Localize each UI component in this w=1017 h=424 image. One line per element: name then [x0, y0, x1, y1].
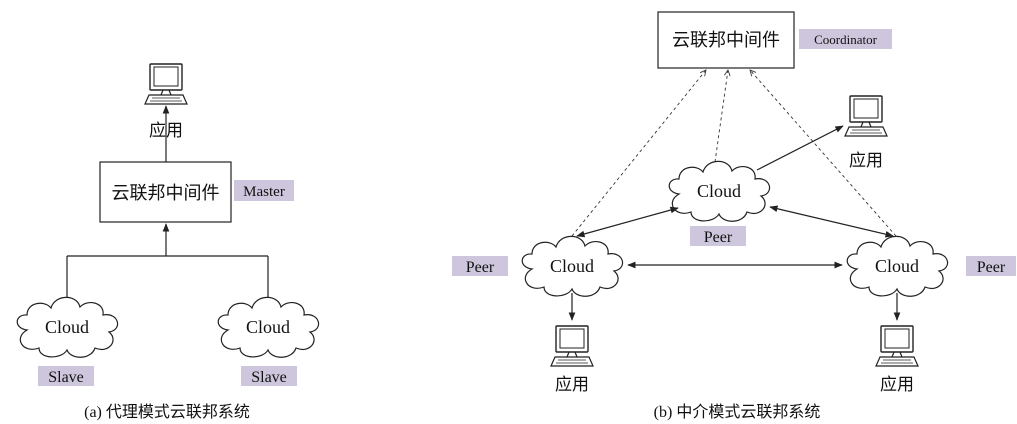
middleware-box-a: 云联邦中间件 [99, 161, 232, 223]
peer-tag-top: Peer [690, 226, 746, 246]
computer-icon [875, 325, 919, 367]
slave-role-label: Slave [251, 369, 287, 386]
coordinator-role-label: Coordinator [814, 32, 877, 47]
middleware-label: 云联邦中间件 [672, 30, 780, 50]
cloud-left-a: Cloud [16, 296, 119, 358]
diagram-a: 应用 云联邦中间件 Master Cloud Cloud Slave [16, 63, 320, 421]
arrow-top-cloud-to-app [756, 125, 844, 171]
cloud-label: Cloud [697, 181, 741, 201]
app-computer-top: 应用 [844, 95, 888, 170]
dashed-link-top-cloud [714, 70, 728, 163]
cloud-label: Cloud [45, 317, 89, 337]
caption-a: (a) 代理模式云联邦系统 [84, 403, 250, 421]
diagram-b: 云联邦中间件 Coordinator Cloud Peer 应用 Cloud [452, 11, 1016, 421]
peer-role-label: Peer [704, 229, 733, 246]
caption-b: (b) 中介模式云联邦系统 [654, 403, 821, 421]
cloud-top-b: Cloud [668, 160, 771, 222]
cloud-label: Cloud [550, 256, 594, 276]
middleware-label: 云联邦中间件 [112, 183, 220, 203]
link-top-right [769, 205, 894, 238]
cloud-left-b: Cloud [521, 235, 624, 297]
cloud-right-b: Cloud [846, 235, 949, 297]
master-tag: Master [234, 180, 294, 201]
master-role-label: Master [243, 184, 285, 200]
app-label: 应用 [555, 375, 589, 394]
cloud-label: Cloud [875, 256, 919, 276]
cloud-label: Cloud [246, 317, 290, 337]
peer-role-label: Peer [466, 259, 495, 276]
app-computer-left: 应用 [550, 325, 594, 394]
computer-icon [550, 325, 594, 367]
app-computer-right: 应用 [875, 325, 919, 394]
peer-tag-right: Peer [966, 256, 1016, 276]
slave-tag-right: Slave [241, 366, 297, 386]
app-label: 应用 [849, 151, 883, 170]
middleware-box-b: 云联邦中间件 [657, 11, 795, 69]
app-label: 应用 [880, 375, 914, 394]
cloud-right-a: Cloud [217, 296, 320, 358]
slave-role-label: Slave [48, 369, 84, 386]
slave-tag-left: Slave [38, 366, 94, 386]
link-left-top [576, 206, 679, 238]
computer-icon [844, 95, 888, 137]
peer-tag-left: Peer [452, 256, 508, 276]
computer-icon [144, 63, 188, 105]
peer-role-label: Peer [977, 259, 1006, 276]
coordinator-tag: Coordinator [799, 29, 892, 49]
